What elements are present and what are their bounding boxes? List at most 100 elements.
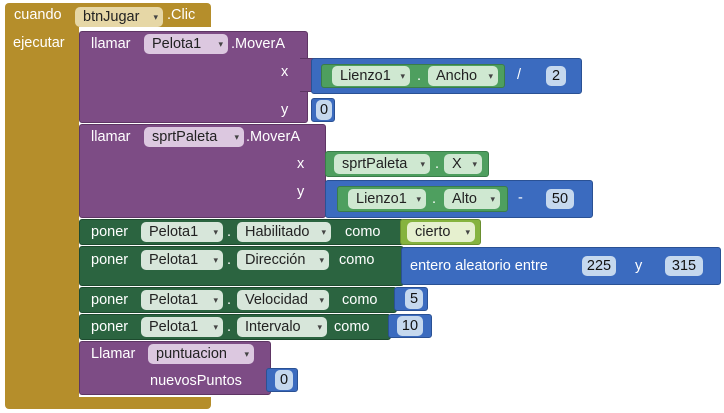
set2-dot: . <box>227 252 232 268</box>
call2-component-dropdown[interactable]: sprtPaleta ▾ <box>144 127 244 147</box>
set1-dot: . <box>227 224 232 240</box>
call3-procedure-dropdown[interactable]: puntuacion ▾ <box>148 344 254 364</box>
set3-property-dropdown[interactable]: Velocidad ▾ <box>237 290 329 310</box>
set1-property-label: Habilitado <box>245 224 310 240</box>
chevron-down-icon: ▾ <box>213 255 218 265</box>
chevron-down-icon: ▾ <box>319 255 324 265</box>
random-label: entero aleatorio entre <box>410 258 548 274</box>
set3-property-label: Velocidad <box>245 292 308 308</box>
event-component-label: btnJugar <box>83 9 140 25</box>
set4-component-dropdown[interactable]: Pelota1 ▾ <box>141 317 223 337</box>
set4-dot: . <box>227 319 232 335</box>
nuevospuntos-number-field[interactable]: 0 <box>275 370 293 390</box>
set1-to-label: como <box>345 224 381 240</box>
chevron-down-icon: ▾ <box>317 322 322 332</box>
paddle-x-component-label: sprtPaleta <box>342 156 408 172</box>
event-do-label: ejecutar <box>13 35 65 51</box>
call3-param-label: nuevosPuntos <box>150 373 242 389</box>
chevron-down-icon: ▾ <box>244 349 249 359</box>
set2-property-dropdown[interactable]: Dirección ▾ <box>237 250 329 270</box>
set2-component-label: Pelota1 <box>149 252 199 268</box>
paddle-x-property-dropdown[interactable]: X▾ <box>444 154 482 174</box>
set2-property-label: Dirección <box>245 252 306 268</box>
call2-call-label: llamar <box>91 129 131 145</box>
call2-method-label: .MoverA <box>246 129 300 145</box>
random-from-field[interactable]: 225 <box>582 256 616 276</box>
set4-to-label: como <box>334 319 370 335</box>
divide-number-field[interactable]: 2 <box>546 66 566 86</box>
set3-component-label: Pelota1 <box>149 292 199 308</box>
event-when-label: cuando <box>14 7 62 23</box>
set4-property-dropdown[interactable]: Intervalo ▾ <box>237 317 327 337</box>
chevron-down-icon: ▾ <box>321 227 326 237</box>
set2-component-dropdown[interactable]: Pelota1 ▾ <box>141 250 223 270</box>
paddle-x-dot: . <box>435 156 440 172</box>
logic-true-label: cierto <box>415 224 451 240</box>
chevron-down-icon: ▾ <box>218 39 223 49</box>
intervalo-number-field[interactable]: 10 <box>397 316 423 336</box>
paddle-x-component-dropdown[interactable]: sprtPaleta ▾ <box>334 154 430 174</box>
canvas-height-dot: . <box>432 191 437 207</box>
set3-dot: . <box>227 292 232 308</box>
chevron-down-icon: ▾ <box>319 295 324 305</box>
canvas-width-component-dropdown[interactable]: Lienzo1 ▾ <box>332 66 410 86</box>
call2-component-label: sprtPaleta <box>152 129 218 145</box>
canvas-width-property-dropdown[interactable]: Ancho ▾ <box>428 66 498 86</box>
random-to-field[interactable]: 315 <box>665 256 703 276</box>
set1-property-dropdown[interactable]: Habilitado ▾ <box>237 222 331 242</box>
divide-operator: / <box>517 67 522 83</box>
set1-set-label: poner <box>91 224 129 240</box>
chevron-down-icon: ▾ <box>213 227 218 237</box>
set3-set-label: poner <box>91 292 129 308</box>
call1-component-label: Pelota1 <box>152 36 202 52</box>
event-block-footer <box>5 397 211 409</box>
chevron-down-icon: ▾ <box>213 322 218 332</box>
set2-set-label: poner <box>91 252 129 268</box>
canvas-height-component-label: Lienzo1 <box>356 191 407 207</box>
velocidad-number-field[interactable]: 5 <box>405 289 423 309</box>
set2-to-label: como <box>339 252 375 268</box>
set1-component-label: Pelota1 <box>149 224 199 240</box>
subtract-number-field[interactable]: 50 <box>546 189 574 209</box>
call2-y-label: y <box>297 184 305 200</box>
call1-call-label: llamar <box>91 36 131 52</box>
call3-procedure-label: puntuacion <box>156 346 227 362</box>
y-number-field[interactable]: 0 <box>316 100 332 120</box>
chevron-down-icon: ▾ <box>153 12 158 22</box>
event-block-body <box>5 27 79 399</box>
event-component-dropdown[interactable]: btnJugar ▾ <box>75 7 163 27</box>
set4-property-label: Intervalo <box>245 319 301 335</box>
call1-component-dropdown[interactable]: Pelota1 ▾ <box>144 34 228 54</box>
call1-x-label: x <box>281 64 289 80</box>
chevron-down-icon: ▾ <box>213 295 218 305</box>
canvas-width-property-label: Ancho <box>436 68 478 84</box>
call1-method-label: .MoverA <box>231 36 285 52</box>
chevron-down-icon: ▾ <box>416 194 421 204</box>
chevron-down-icon: ▾ <box>234 132 239 142</box>
call-block-pelota1-movera-arm <box>300 58 314 92</box>
paddle-x-property-label: X <box>452 156 462 172</box>
chevron-down-icon: ▾ <box>472 159 477 169</box>
chevron-down-icon: ▾ <box>400 71 405 81</box>
setter-pelota1-intervalo[interactable] <box>79 314 391 340</box>
canvas-height-property-label: Alto <box>452 191 477 207</box>
subtract-operator: - <box>518 190 523 206</box>
call3-call-label: Llamar <box>91 346 136 362</box>
canvas-width-dot: . <box>417 68 422 84</box>
canvas-width-component-label: Lienzo1 <box>340 68 391 84</box>
call1-y-label: y <box>281 102 289 118</box>
logic-true-dropdown[interactable]: cierto ▾ <box>407 222 475 242</box>
chevron-down-icon: ▾ <box>488 71 493 81</box>
set4-set-label: poner <box>91 319 129 335</box>
chevron-down-icon: ▾ <box>490 194 495 204</box>
call2-x-label: x <box>297 156 305 172</box>
canvas-height-component-dropdown[interactable]: Lienzo1 ▾ <box>348 189 426 209</box>
canvas-height-property-dropdown[interactable]: Alto ▾ <box>444 189 500 209</box>
set3-to-label: como <box>342 292 378 308</box>
set1-component-dropdown[interactable]: Pelota1 ▾ <box>141 222 223 242</box>
event-name-label: .Clic <box>167 7 196 23</box>
set4-component-label: Pelota1 <box>149 319 199 335</box>
chevron-down-icon: ▾ <box>465 227 470 237</box>
set3-component-dropdown[interactable]: Pelota1 ▾ <box>141 290 223 310</box>
chevron-down-icon: ▾ <box>420 159 425 169</box>
